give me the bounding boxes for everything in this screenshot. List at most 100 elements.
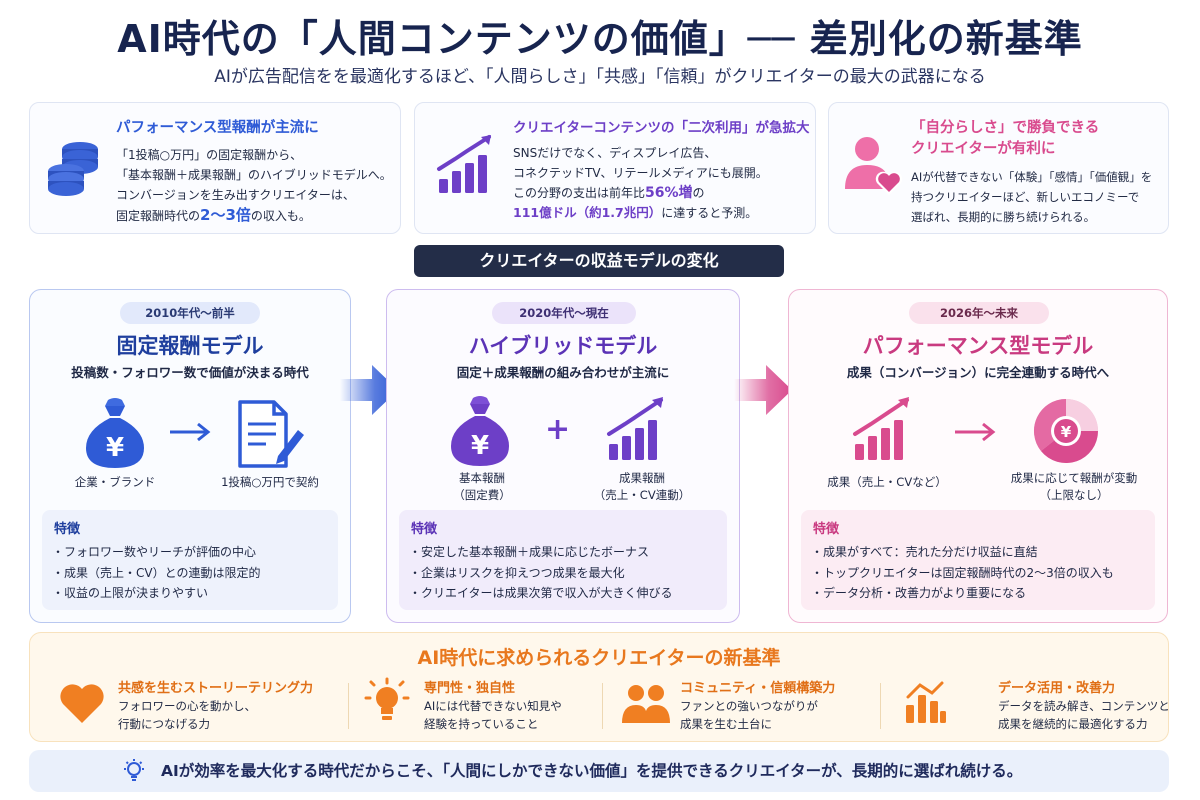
caption-line: （売上・CV連動）: [593, 488, 691, 502]
caption-line: 成果に応じて報酬が変動: [1010, 471, 1138, 485]
card-text: の収入も。: [250, 209, 311, 223]
card-line: コンバージョンを生み出すクリエイターは、: [116, 188, 355, 202]
model-title: ハイブリッドモデル: [468, 334, 658, 358]
card-heading: 「自分らしさ」で勝負できる クリエイターが有利に: [911, 118, 1099, 160]
lightbulb-outline-icon: [121, 758, 147, 788]
criteria-item-expertise: 専門性・独自性 AIには代替できない知見や 経験を持っていること: [364, 677, 614, 733]
criteria-line: フォロワーの心を動かし、: [118, 699, 256, 713]
growth-chart-icon: [435, 133, 497, 201]
card-line: 持つクリエイターほど、新しいエコノミーで: [911, 190, 1140, 204]
card-body: SNSだけでなく、ディスプレイ広告、 コネクテッドTV、リテールメディアにも展開…: [513, 143, 768, 223]
criteria-line: 行動につなげる力: [118, 717, 210, 731]
criteria-line: ファンとの強いつながりが: [680, 699, 818, 713]
transition-arrow-icon: [734, 365, 792, 419]
criteria-heading: 専門性・独自性: [424, 681, 516, 696]
features-box: 特徴 ・成果がすべて：売れた分だけ収益に直結 ・トップクリエイターは固定報酬時代…: [801, 510, 1155, 610]
caption-line: （固定費）: [453, 488, 511, 502]
feature-item: ・成果がすべて：売れた分だけ収益に直結: [811, 545, 1038, 559]
feature-item: ・企業はリスクを抑えつつ成果を最大化: [409, 565, 625, 580]
criteria-line: 成果を継続的に最適化する力: [998, 717, 1148, 731]
feature-item: ・成果（売上・CV）との連動は限定的: [52, 565, 261, 580]
model-description: 固定＋成果報酬の組み合わせが主流に: [456, 365, 670, 380]
divider: [880, 683, 881, 729]
feature-item: ・データ分析・改善力がより重要になる: [811, 586, 1027, 600]
transition-arrow-icon: [340, 365, 398, 419]
features-heading: 特徴: [411, 522, 438, 537]
reward-pie-icon: ¥: [1029, 394, 1103, 472]
criteria-body: ファンとの強いつながりが 成果を生む土台に: [680, 697, 818, 733]
criteria-heading: 共感を生むストーリーテリング力: [118, 681, 314, 696]
model-card-hybrid: 2020年代〜現在 ハイブリッドモデル 固定＋成果報酬の組み合わせが主流に ¥ …: [386, 289, 740, 623]
feature-item: ・フォロワー数やリーチが評価の中心: [52, 545, 257, 559]
card-line: 選ばれ、長期的に勝ち続けられる。: [911, 210, 1096, 224]
era-badge: 2020年代〜現在: [492, 302, 636, 324]
criteria-heading: コミュニティ・信頼構築力: [680, 681, 836, 696]
icon-caption: 基本報酬 （固定費）: [427, 470, 537, 504]
model-title: 固定報酬モデル: [116, 334, 264, 358]
caption-line: 基本報酬: [459, 471, 505, 485]
arrow-right-icon: [168, 422, 212, 446]
feature-item: ・トップクリエイターは固定報酬時代の2〜3倍の収入も: [811, 565, 1114, 580]
highlight-multiplier: 2〜3倍: [200, 206, 251, 224]
highlight-amount: 111億ドル（約1.7兆円）: [513, 205, 662, 220]
divider: [602, 683, 603, 729]
top-card-secondary-use: クリエイターコンテンツの「二次利用」が急拡大 SNSだけでなく、ディスプレイ広告…: [414, 102, 816, 234]
criteria-item-data: データ活用・改善力 データを読み解き、コンテンツと 成果を継続的に最適化する力: [902, 677, 1170, 733]
criteria-body: データを読み解き、コンテンツと 成果を継続的に最適化する力: [998, 697, 1170, 733]
criteria-line: 経験を持っていること: [424, 717, 539, 731]
model-title: パフォーマンス型モデル: [862, 334, 1094, 358]
money-bag-icon: ¥: [80, 396, 150, 474]
features-box: 特徴 ・安定した基本報酬＋成果に応じたボーナス ・企業はリスクを抑えつつ成果を最…: [399, 510, 727, 610]
card-text: に達すると予測。: [661, 206, 758, 220]
highlight-growth: 56%増: [645, 185, 693, 201]
criteria-line: データを読み解き、コンテンツと: [998, 699, 1170, 713]
criteria-item-community: コミュニティ・信頼構築力 ファンとの強いつながりが 成果を生む土台に: [620, 677, 880, 733]
card-heading-line: 「自分らしさ」で勝負できる: [911, 120, 1100, 136]
card-line: SNSだけでなく、ディスプレイ広告、: [513, 146, 717, 160]
arrow-right-icon: [953, 422, 997, 446]
features-list: ・成果がすべて：売れた分だけ収益に直結 ・トップクリエイターは固定報酬時代の2〜…: [811, 542, 1114, 604]
model-card-performance: 2026年〜未来 パフォーマンス型モデル 成果（コンバージョン）に完全連動する時…: [788, 289, 1168, 623]
card-line: 「1投稿○万円」の固定報酬から、: [116, 148, 303, 162]
page-subtitle: AIが広告配信をを最適化するほど、「人間らしさ」「共感」「信頼」がクリエイターの…: [214, 67, 986, 87]
svg-text:¥: ¥: [106, 433, 124, 463]
criteria-section: AI時代に求められるクリエイターの新基準 共感を生むストーリーテリング力 フォロ…: [29, 632, 1170, 742]
card-heading: パフォーマンス型報酬が主流に: [116, 120, 319, 136]
caption-line: （上限なし）: [1039, 488, 1109, 502]
features-heading: 特徴: [54, 522, 81, 537]
card-text: の: [692, 186, 705, 200]
section-title: クリエイターの収益モデルの変化: [414, 245, 784, 277]
card-heading: クリエイターコンテンツの「二次利用」が急拡大: [513, 120, 810, 136]
model-description: 投稿数・フォロワー数で価値が決まる時代: [71, 365, 309, 380]
top-card-performance: パフォーマンス型報酬が主流に 「1投稿○万円」の固定報酬から、 「基本報酬＋成果…: [29, 102, 401, 234]
card-line: AIが代替できない「体験」「感情」「価値観」を: [911, 170, 1153, 184]
lightbulb-icon: [364, 677, 410, 731]
features-list: ・フォロワー数やリーチが評価の中心 ・成果（売上・CV）との連動は限定的 ・収益…: [52, 542, 260, 604]
money-bag-icon: ¥: [445, 394, 515, 472]
model-description: 成果（コンバージョン）に完全連動する時代へ: [846, 365, 1110, 380]
features-heading: 特徴: [813, 522, 840, 537]
card-line: 固定報酬時代の2〜3倍の収入も。: [116, 205, 392, 226]
plus-sign: +: [545, 412, 571, 447]
card-text: 固定報酬時代の: [116, 209, 201, 223]
criteria-heading: データ活用・改善力: [998, 681, 1116, 696]
criteria-line: 成果を生む土台に: [680, 717, 772, 731]
card-heading-line: クリエイターが有利に: [911, 141, 1056, 157]
divider: [348, 683, 349, 729]
page-title: AI時代の「人間コンテンツの価値」── 差別化の新基準: [117, 17, 1083, 61]
contract-document-icon: [234, 398, 306, 474]
person-heart-icon: [843, 133, 903, 201]
caption-line: 成果報酬: [619, 471, 665, 485]
card-line: この分野の支出は前年比56%増の: [513, 183, 768, 203]
era-badge: 2010年代〜前半: [120, 302, 260, 324]
coins-stack-icon: [44, 137, 102, 203]
features-box: 特徴 ・フォロワー数やリーチが評価の中心 ・成果（売上・CV）との連動は限定的 …: [42, 510, 338, 610]
era-badge: 2026年〜未来: [909, 302, 1049, 324]
card-line: 「基本報酬＋成果報酬」のハイブリッドモデルへ。: [116, 168, 392, 182]
footer-message: AIが効率を最大化する時代だからこそ、「人間にしかできない価値」を提供できるクリ…: [161, 762, 1023, 780]
card-line: コネクテッドTV、リテールメディアにも展開。: [513, 166, 768, 180]
icon-caption: 1投稿○万円で契約: [221, 475, 319, 489]
growth-chart-icon: [603, 394, 671, 468]
card-body: AIが代替できない「体験」「感情」「価値観」を 持つクリエイターほど、新しいエコ…: [911, 167, 1152, 227]
criteria-line: AIには代替できない知見や: [424, 699, 562, 713]
